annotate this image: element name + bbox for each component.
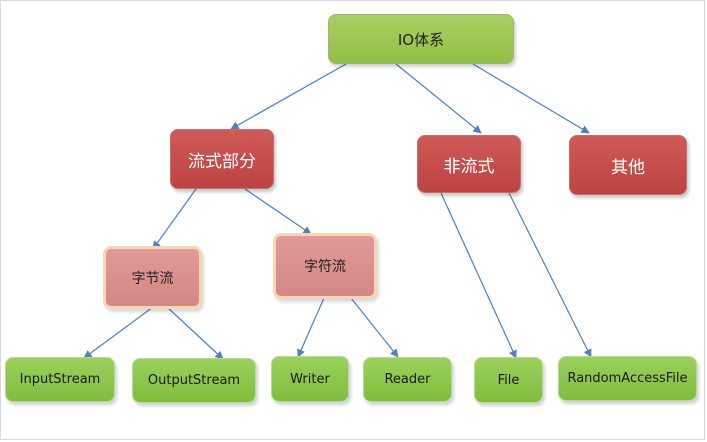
connector-nonstreaming-file xyxy=(440,192,517,359)
connector-root-other xyxy=(472,63,590,134)
leaf-node-inputstream: InputStream xyxy=(5,357,115,402)
category-node-streaming: 流式部分 xyxy=(170,129,274,189)
connector-root-streaming xyxy=(230,63,347,130)
category-node-other: 其他 xyxy=(569,135,687,195)
leaf-node-file: File xyxy=(474,357,543,403)
root-node: IO体系 xyxy=(328,14,514,64)
stream-node-byte: 字节流 xyxy=(103,246,202,309)
connector-streaming-char xyxy=(244,188,312,235)
leaf-node-randomaccessfile: RandomAccessFile xyxy=(558,356,697,401)
connector-char-writer xyxy=(297,297,325,358)
leaf-node-writer: Writer xyxy=(271,356,349,402)
connector-byte-input xyxy=(83,306,154,359)
leaf-node-outputstream: OutputStream xyxy=(132,358,256,403)
connector-char-reader xyxy=(350,297,399,358)
connector-byte-output xyxy=(166,306,224,360)
stream-node-char: 字符流 xyxy=(273,233,377,299)
connector-streaming-byte xyxy=(152,188,197,250)
category-node-nonstreaming: 非流式 xyxy=(417,135,521,193)
connector-root-nonstreaming xyxy=(395,63,482,134)
leaf-node-reader: Reader xyxy=(363,357,452,402)
connector-nonstreaming-random xyxy=(508,192,592,358)
